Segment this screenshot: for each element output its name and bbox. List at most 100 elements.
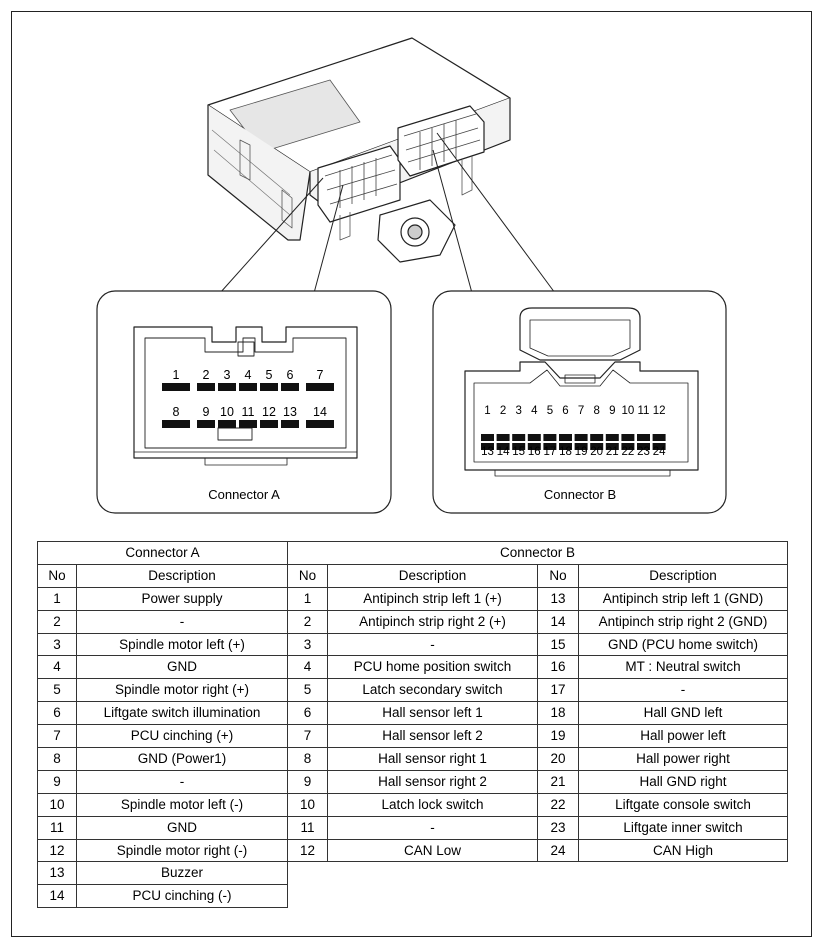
pin-desc-cell: MT : Neutral switch — [578, 655, 788, 680]
pin-b-15 — [512, 443, 526, 450]
pin-no-cell: 13 — [537, 586, 579, 611]
pin-a-6 — [281, 383, 299, 391]
pin-a-label: 3 — [223, 368, 231, 382]
pin-b-label: 16 — [527, 446, 541, 458]
pin-desc-cell: - — [327, 632, 538, 657]
pin-a-label: 9 — [202, 405, 210, 419]
header-connector-b: Connector B — [287, 541, 788, 565]
pin-a-label: 13 — [283, 405, 297, 419]
pin-desc-cell: Hall sensor left 1 — [327, 701, 538, 726]
pin-a-label: 5 — [265, 368, 273, 382]
pin-desc-cell: Spindle motor left (+) — [76, 632, 288, 657]
table-header-row: Connector A Connector B — [37, 541, 788, 565]
pin-b-label: 9 — [609, 405, 616, 417]
pin-no-cell: 10 — [37, 792, 77, 817]
pin-b-label: 7 — [577, 405, 585, 417]
pin-no-cell: 13 — [37, 861, 77, 886]
pin-desc-cell: Hall sensor right 2 — [327, 769, 538, 794]
pin-b-label: 14 — [496, 446, 510, 458]
pin-b-16 — [527, 443, 541, 450]
connector-b-label: Connector B — [543, 487, 617, 502]
pin-a-label: 4 — [244, 368, 252, 382]
pin-desc-cell: Hall sensor right 1 — [327, 747, 538, 771]
pin-desc-cell: Hall GND left — [578, 701, 788, 726]
pin-a-label: 10 — [220, 405, 234, 419]
pin-a-label: 1 — [172, 368, 180, 382]
pin-no-cell: 24 — [537, 838, 579, 863]
pin-b-label: 13 — [481, 446, 494, 458]
pin-no-cell: 11 — [37, 815, 77, 840]
pin-b-label: 5 — [546, 405, 554, 417]
pin-b-label: 1 — [484, 405, 491, 417]
pin-desc-cell: GND — [76, 655, 288, 680]
pin-no-cell: 5 — [37, 678, 77, 703]
pin-no-cell: 14 — [537, 609, 579, 634]
connector-b-panel — [432, 290, 727, 514]
pin-a-10 — [218, 420, 236, 428]
pin-desc-cell: Antipinch strip right 2 (+) — [327, 609, 538, 634]
pin-no-cell: 17 — [537, 678, 579, 703]
pin-no-cell: 10 — [287, 792, 328, 817]
pin-no-cell: 4 — [287, 655, 328, 680]
pin-desc-cell: GND (Power1) — [76, 747, 288, 771]
pin-no-cell: 22 — [537, 792, 579, 817]
pin-desc-cell: GND (PCU home switch) — [578, 632, 788, 657]
pin-desc-cell: Hall GND right — [578, 769, 788, 794]
pin-b-24 — [652, 443, 666, 450]
pin-a-4 — [239, 383, 257, 391]
pin-desc-cell: Hall power left — [578, 724, 788, 749]
pin-a-label: 7 — [316, 368, 324, 382]
pin-b-label: 24 — [652, 446, 666, 458]
pin-desc-cell: Antipinch strip left 1 (GND) — [578, 586, 788, 611]
pin-a-14 — [306, 420, 334, 428]
pin-b-17 — [543, 443, 557, 450]
col-description: Description — [76, 563, 288, 588]
pin-desc-cell: - — [327, 815, 538, 840]
pin-no-cell: 6 — [37, 701, 77, 726]
pin-desc-cell: Latch lock switch — [327, 792, 538, 817]
ecu-illustration — [96, 37, 727, 514]
pin-b-label: 2 — [499, 405, 507, 417]
pin-b-12 — [652, 434, 666, 441]
pin-no-cell: 23 — [537, 815, 579, 840]
pin-a-11 — [239, 420, 257, 428]
pin-no-cell: 18 — [537, 701, 579, 726]
pin-no-cell: 7 — [37, 724, 77, 749]
pin-no-cell: 12 — [37, 838, 77, 863]
pin-b-18 — [559, 443, 572, 450]
pin-no-cell: 1 — [37, 586, 77, 611]
pin-b-label: 3 — [515, 405, 522, 417]
pin-b-8 — [590, 434, 604, 441]
pin-no-cell: 7 — [287, 724, 328, 749]
pin-a-7 — [306, 383, 334, 391]
ecu-module — [207, 37, 511, 263]
pin-desc-cell: Liftgate console switch — [578, 792, 788, 817]
pin-a-8 — [162, 420, 190, 428]
pin-b-7 — [574, 434, 588, 441]
pin-a-label: 12 — [262, 405, 276, 419]
pin-no-cell: 15 — [537, 632, 579, 657]
pin-a-label: 11 — [241, 405, 255, 419]
pin-b-label: 21 — [605, 446, 619, 458]
pin-desc-cell: GND — [76, 815, 288, 840]
pin-no-cell: 14 — [37, 884, 77, 909]
pin-no-cell: 16 — [537, 655, 579, 680]
pin-no-cell: 5 — [287, 678, 328, 703]
diagram-frame — [11, 11, 812, 937]
pin-b-10 — [621, 434, 635, 441]
col-no: No — [287, 563, 328, 588]
pin-desc-cell: CAN Low — [327, 838, 538, 863]
pin-b-label: 20 — [590, 446, 604, 458]
pin-b-19 — [574, 443, 588, 450]
pin-b-9 — [605, 434, 619, 441]
pin-b-3 — [512, 434, 526, 441]
pin-no-cell: 9 — [37, 769, 77, 794]
pin-no-cell: 2 — [37, 609, 77, 634]
pin-desc-cell: Liftgate switch illumination — [76, 701, 288, 726]
pin-a-12 — [260, 420, 278, 428]
